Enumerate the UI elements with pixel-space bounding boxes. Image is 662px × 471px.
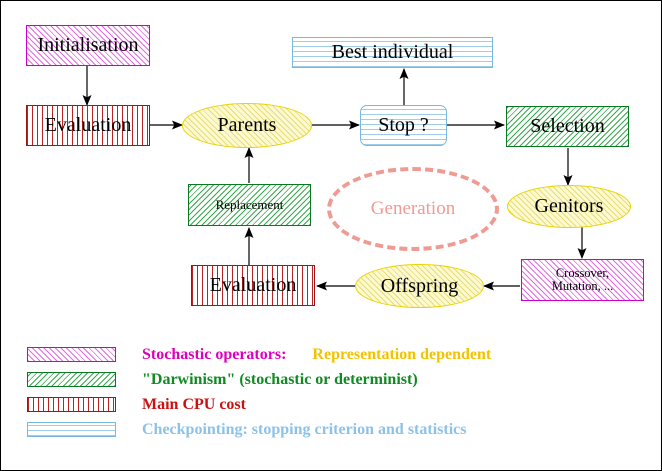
node-crossover-mutation-label-line1: Crossover, bbox=[555, 266, 610, 281]
legend-label-main-cpu-cost: Main CPU cost bbox=[142, 395, 246, 413]
legend-swatch-magenta-diagonal-hatch-icon bbox=[27, 347, 116, 362]
node-replacement-label: Replacement bbox=[215, 197, 284, 213]
legend-label-darwinism: "Darwinism" (stochastic or determinist) bbox=[142, 370, 418, 388]
legend-swatch-blue-horizontal-hatch-icon bbox=[27, 422, 116, 437]
node-generation: Generation bbox=[327, 167, 499, 251]
legend-row-darwinism: "Darwinism" (stochastic or determinist) bbox=[27, 369, 627, 390]
node-initialisation-label: Initialisation bbox=[37, 34, 139, 57]
node-crossover-mutation-label-line2: Mutation, ... bbox=[551, 279, 614, 293]
node-offspring-label: Offspring bbox=[380, 274, 459, 297]
node-generation-label: Generation bbox=[370, 198, 456, 220]
legend-row-checkpointing: Checkpointing: stopping criterion and st… bbox=[27, 419, 627, 440]
node-stop[interactable]: Stop ? bbox=[360, 105, 447, 146]
node-genitors-label: Genitors bbox=[534, 195, 604, 218]
legend-swatch-green-diagonal-hatch-icon bbox=[27, 372, 116, 387]
legend-swatch-red-vertical-hatch-icon bbox=[27, 397, 116, 412]
node-replacement[interactable]: Replacement bbox=[188, 184, 311, 226]
legend-row-stochastic-operators: Stochastic operators: Representation dep… bbox=[27, 344, 627, 365]
node-parents-label: Parents bbox=[217, 114, 277, 137]
node-best-individual-label: Best individual bbox=[331, 41, 454, 64]
legend-label-stochastic-operators: Stochastic operators: bbox=[142, 345, 287, 363]
legend-row-main-cpu-cost: Main CPU cost bbox=[27, 394, 627, 415]
node-initialisation[interactable]: Initialisation bbox=[26, 25, 150, 66]
node-evaluation-top[interactable]: Evaluation bbox=[26, 105, 150, 146]
node-best-individual[interactable]: Best individual bbox=[292, 37, 493, 68]
legend-label-checkpointing: Checkpointing: stopping criterion and st… bbox=[142, 420, 467, 438]
node-evaluation-top-label: Evaluation bbox=[44, 114, 132, 137]
node-stop-label: Stop ? bbox=[378, 114, 429, 137]
node-parents[interactable]: Parents bbox=[182, 103, 312, 148]
node-selection-label: Selection bbox=[530, 115, 605, 138]
node-offspring[interactable]: Offspring bbox=[355, 264, 484, 308]
node-evaluation-bottom[interactable]: Evaluation bbox=[191, 265, 315, 306]
node-genitors[interactable]: Genitors bbox=[507, 185, 631, 228]
legend-label-representation-dependent: Representation dependent bbox=[312, 345, 492, 363]
node-crossover-mutation[interactable]: Crossover, Mutation, ... bbox=[521, 259, 644, 301]
node-evaluation-bottom-label: Evaluation bbox=[209, 274, 297, 297]
legend: Stochastic operators: Representation dep… bbox=[27, 344, 627, 444]
node-selection[interactable]: Selection bbox=[506, 106, 629, 147]
